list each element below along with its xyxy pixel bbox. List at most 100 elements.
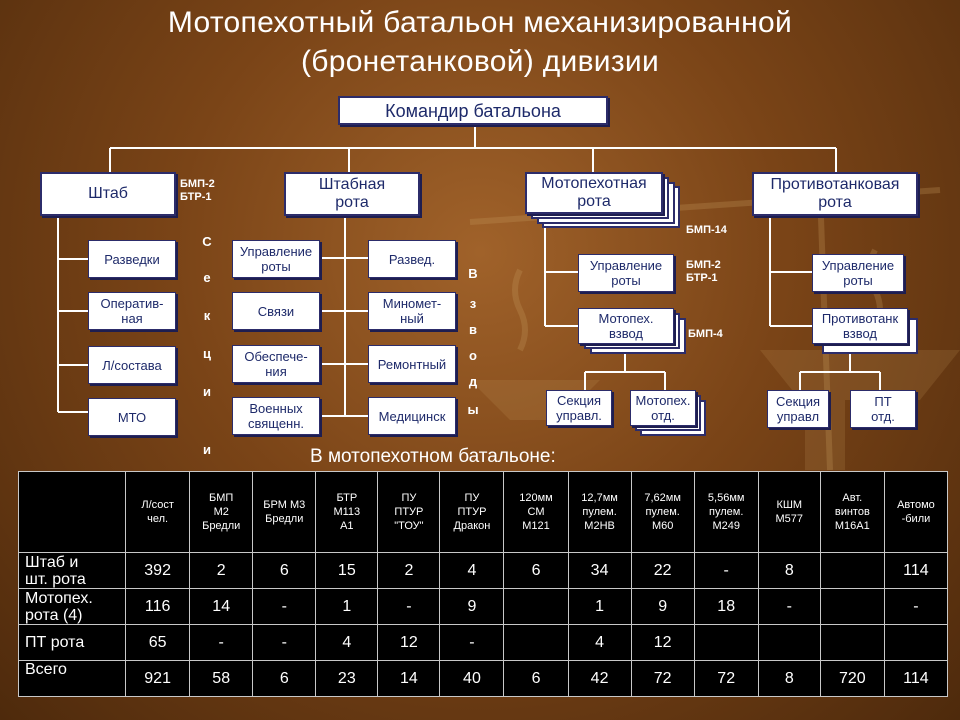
table-header-row: Л/сост чел. БМП М2 Бредли БРМ М3 Бредли … [17, 471, 949, 553]
table-cell [819, 624, 885, 661]
table-header-cell: БРМ М3 Бредли [252, 471, 317, 553]
mech-company-box: Мотопехотная рота [525, 172, 663, 214]
table-caption: В мотопехотном батальоне: [310, 446, 556, 467]
table-cell: 921 [125, 660, 191, 697]
table-header-cell: 12,7мм пулем. М2НВ [567, 471, 632, 553]
table-cell: 34 [567, 552, 632, 589]
table-cell: 4 [439, 552, 505, 589]
hq-company-signal: Связи [232, 292, 320, 330]
table-cell: 6 [252, 552, 317, 589]
table-cell: 6 [252, 660, 317, 697]
table-cell: 4 [315, 624, 379, 661]
table-cell: 8 [757, 660, 821, 697]
table-cell: - [693, 552, 759, 589]
table-cell: 6 [503, 552, 569, 589]
table-cell [503, 624, 569, 661]
table-cell: - [189, 624, 254, 661]
antitank-section-mgmt: Секция управл [767, 390, 829, 428]
table-cell [819, 552, 885, 589]
table-cell [883, 624, 949, 661]
mech-platoon-box: Мотопех. взвод [578, 308, 674, 344]
table-cell: - [252, 588, 317, 625]
table-cell: 4 [567, 624, 632, 661]
platoons-letter: з [469, 296, 477, 311]
platoons-letter: д [468, 374, 478, 389]
table-cell: 58 [189, 660, 254, 697]
table-header-cell: 5,56мм пулем. М249 [693, 471, 759, 553]
mech-section-mgmt: Секция управл. [546, 390, 612, 426]
hq-box: Штаб [40, 172, 176, 216]
table-cell: - [883, 588, 949, 625]
table-cell: 72 [630, 660, 695, 697]
mech-mgmt-vehicles-label: БМП-2 БТР-1 [686, 259, 721, 284]
table-header-cell [17, 471, 127, 553]
hq-section-operations: Оператив- ная [88, 292, 176, 330]
table-cell: 114 [883, 660, 949, 697]
table-cell: 2 [189, 552, 254, 589]
platoons-letter: В [468, 266, 478, 281]
table-header-cell: ПУ ПТУР "ТОУ" [377, 471, 441, 553]
hq-company-mgmt: Управление роты [232, 240, 320, 278]
hq-company-mortar-platoon: Миномет- ный [368, 292, 456, 330]
battalion-commander-box: Командир батальона [338, 96, 608, 125]
table-cell: 65 [125, 624, 191, 661]
mech-squad-box: Мотопех. отд. [630, 390, 696, 426]
table-row: Мотопех. рота (4) 116 14 - 1 - 9 1 9 18 … [17, 588, 949, 625]
table-cell: 40 [439, 660, 505, 697]
table-header-cell: 7,62мм пулем. М60 [630, 471, 695, 553]
table-header-cell: Авт. винтов М16А1 [819, 471, 885, 553]
table-cell: 2 [377, 552, 441, 589]
sections-letter: и [203, 442, 211, 457]
table-cell: 12 [377, 624, 441, 661]
sections-letter: е [203, 270, 211, 285]
table-row-header: Всего [17, 660, 127, 697]
table-header-cell: Л/сост чел. [125, 471, 191, 553]
hq-vehicles-label: БМП-2 БТР-1 [180, 178, 215, 203]
platoons-letter: о [469, 348, 477, 363]
org-connectors [0, 0, 960, 470]
table-row: ПТ рота 65 - - 4 12 - 4 12 [17, 624, 949, 661]
table-cell: - [377, 588, 441, 625]
table-cell: 8 [757, 552, 821, 589]
mech-platoon-vehicles-label: БМП-4 [688, 328, 723, 340]
table-header-cell: БТР М113 А1 [315, 471, 379, 553]
mech-company-mgmt: Управление роты [578, 254, 674, 292]
table-cell: 42 [567, 660, 632, 697]
hq-company-repair-platoon: Ремонтный [368, 345, 456, 383]
table-cell [757, 624, 821, 661]
page-title-line2: (бронетанковой) дивизии [300, 45, 660, 78]
table-cell [503, 588, 569, 625]
sections-letter: ц [203, 346, 211, 361]
table-header-cell: КШМ М577 [757, 471, 821, 553]
table-row-header: Мотопех. рота (4) [17, 588, 127, 625]
sections-letter: к [203, 308, 211, 323]
table-row: Штаб и шт. рота 392 2 6 15 2 4 6 34 22 -… [17, 552, 949, 589]
table-cell: - [439, 624, 505, 661]
antitank-company-mgmt: Управление роты [812, 254, 904, 292]
hq-company-support: Обеспече- ния [232, 345, 320, 383]
weapons-table: Л/сост чел. БМП М2 Бредли БРМ М3 Бредли … [17, 471, 949, 697]
table-header-cell: Автомо -били [883, 471, 949, 553]
table-cell: 6 [503, 660, 569, 697]
table-cell [693, 624, 759, 661]
table-row-header: Штаб и шт. рота [17, 552, 127, 589]
table-cell: - [757, 588, 821, 625]
table-cell: 23 [315, 660, 379, 697]
hq-company-box: Штабная рота [284, 172, 420, 216]
sections-letter: и [203, 384, 211, 399]
table-cell: 1 [315, 588, 379, 625]
hq-section-personnel: Л/состава [88, 346, 176, 384]
table-cell: 9 [439, 588, 505, 625]
page-title-line1: Мотопехотный батальон механизированной [167, 6, 793, 39]
platoons-letter: в [469, 322, 477, 337]
table-cell: 15 [315, 552, 379, 589]
platoons-letter: ы [467, 402, 479, 417]
table-header-cell: БМП М2 Бредли [189, 471, 254, 553]
table-cell: 1 [567, 588, 632, 625]
table-header-cell: 120мм СМ М121 [503, 471, 569, 553]
hq-company-recon-platoon: Развед. [368, 240, 456, 278]
mech-company-vehicles-label: БМП-14 [686, 224, 727, 236]
table-cell: 14 [189, 588, 254, 625]
hq-company-medical-platoon: Медицинск [368, 397, 456, 435]
table-cell: 18 [693, 588, 759, 625]
